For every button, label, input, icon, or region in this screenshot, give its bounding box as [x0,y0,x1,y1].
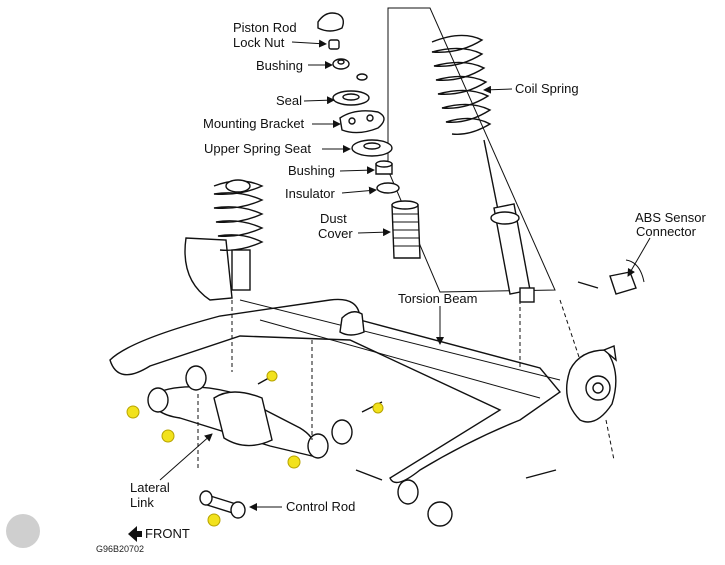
label-seal: Seal [276,93,302,108]
label-abs-connector: Connector [636,224,697,239]
seal-part [332,90,370,106]
label-link: Link [130,495,154,510]
lock-nut-part [317,12,345,50]
lower-right-bushing [397,479,453,527]
label-upper-spring-seat: Upper Spring Seat [204,141,311,156]
label-insulator: Insulator [285,186,336,201]
label-piston-rod: Piston Rod [233,20,297,35]
dust-cover-part [391,200,421,259]
nut-highlight-4 [287,455,301,469]
label-coil-spring: Coil Spring [515,81,579,96]
coil-spring-part [431,34,492,135]
label-front: FRONT [145,526,190,541]
label-control-rod: Control Rod [286,499,355,514]
label-mounting-bracket: Mounting Bracket [203,116,305,131]
label-lateral: Lateral [130,480,170,495]
nut-highlight-1 [126,405,140,419]
nut-highlight-2 [161,429,175,443]
nut-highlight-5 [372,402,384,414]
label-cover: Cover [318,226,353,241]
abs-sensor-part [609,259,645,295]
label-bushing-mid: Bushing [288,163,335,178]
upper-spring-seat-part [351,139,393,157]
label-bushing-top: Bushing [256,58,303,73]
mounting-bracket-part [339,110,385,134]
label-dust: Dust [320,211,347,226]
bushing-mid-part [375,160,393,175]
label-torsion-beam: Torsion Beam [398,291,477,306]
torsion-beam-part [109,298,562,484]
lateral-link-part [147,365,353,459]
lens-search-icon[interactable] [6,514,40,548]
shock-absorber-part [483,139,535,303]
nut-highlight-3 [266,370,278,382]
bushing-top-part [332,58,368,81]
label-lock-nut: Lock Nut [233,35,285,50]
label-abs-sensor: ABS Sensor [635,210,706,225]
figure-code: G96B20702 [96,544,144,554]
left-strut-assembly [184,179,264,301]
nut-highlight-6 [207,513,221,527]
control-rod-part [199,490,246,519]
insulator-part [376,182,400,194]
front-arrow-icon [128,526,142,542]
rear-hub-knuckle [566,345,617,423]
